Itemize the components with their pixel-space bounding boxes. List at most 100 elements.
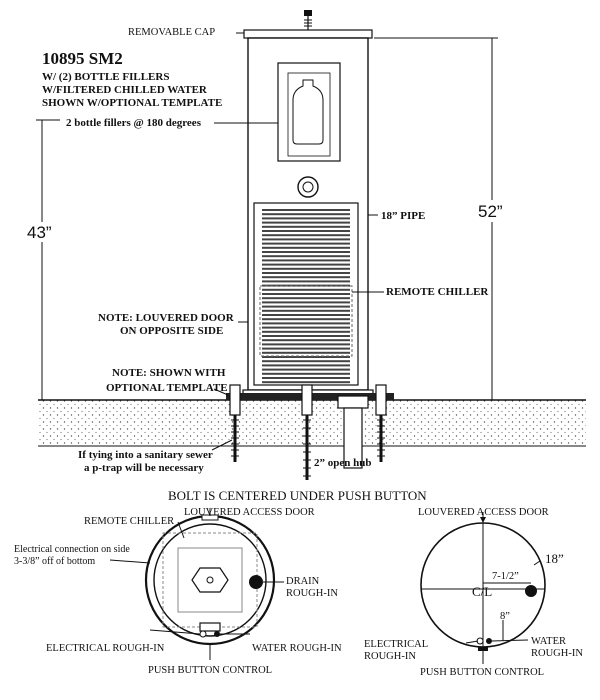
bottle-fillers-label: 2 bottle fillers @ 180 degrees xyxy=(66,117,202,129)
plan-left-electrical-side-line-1: Electrical connection on side xyxy=(14,544,130,555)
open-hub-label: 2” open hub xyxy=(314,457,371,469)
louver-slat xyxy=(262,335,350,337)
note-template-line-1: NOTE: SHOWN WITH xyxy=(112,367,226,379)
template-leader xyxy=(213,388,229,396)
plan-right-dim-18: 18” xyxy=(545,551,564,566)
plan-left-electrical-side-line-2: 3-3/8” off of bottom xyxy=(14,556,95,567)
louver-slat xyxy=(262,259,350,262)
plan-left-electrical-leader xyxy=(149,629,201,635)
louver-slat xyxy=(262,255,350,258)
louver-slat xyxy=(262,238,350,241)
louver-slat xyxy=(262,234,350,237)
louver-slat xyxy=(262,339,350,342)
louver-slat xyxy=(262,368,350,371)
louver-slat xyxy=(262,301,350,304)
plan-left-water-rough-in-label: WATER ROUGH-IN xyxy=(252,643,342,654)
sewer-note-line-1: If tying into a sanitary sewer xyxy=(78,449,213,461)
dim-52-label: 52” xyxy=(478,202,503,221)
anchor-bolt-right xyxy=(375,384,387,462)
louver-slat xyxy=(262,251,350,253)
louver-slat xyxy=(262,246,350,249)
louver-slat xyxy=(262,377,350,379)
dim-43-bg xyxy=(24,222,60,242)
dim-52-bg xyxy=(474,200,514,222)
plan-left-drain-line-2: ROUGH-IN xyxy=(286,588,338,599)
push-button-inner xyxy=(302,181,314,193)
cap-screw-thread xyxy=(304,19,312,27)
removable-cap xyxy=(243,29,373,39)
spec-line-2: W/FILTERED CHILLED WATER xyxy=(42,84,208,96)
louver-slat xyxy=(262,309,350,312)
dim-43-label: 43” xyxy=(27,223,52,242)
remote-chiller-outline xyxy=(259,285,353,357)
louver-slat xyxy=(262,372,350,375)
drain-hub xyxy=(337,395,369,409)
louver-slat xyxy=(262,381,350,384)
louver-slat xyxy=(262,280,350,283)
plan-left-chiller-body xyxy=(177,547,243,613)
model-number: 10895 SM2 xyxy=(42,49,123,68)
remote-chiller-label: REMOTE CHILLER xyxy=(386,286,489,298)
plan-left-drain xyxy=(249,575,263,589)
louver-slat xyxy=(262,326,350,329)
plan-right-water-leader xyxy=(491,639,529,642)
plan-right-electrical-leader xyxy=(465,640,479,644)
plan-left-push-button-label: PUSH BUTTON CONTROL xyxy=(148,665,272,676)
louver-slat xyxy=(262,272,350,274)
plan-right-water-line-1: WATER xyxy=(531,636,566,647)
louver-slat xyxy=(262,322,350,325)
plan-left-water xyxy=(214,631,220,637)
removable-cap-label: REMOVABLE CAP xyxy=(128,27,215,38)
note-louvered-line-1: NOTE: LOUVERED DOOR xyxy=(98,312,235,324)
louver-slat xyxy=(262,288,350,291)
plan-right-dim-18-leader xyxy=(533,560,541,566)
louver-slat xyxy=(262,209,350,211)
louver-slat xyxy=(262,217,350,220)
louver-slat xyxy=(262,276,350,279)
note-louvered-line-2: ON OPPOSITE SIDE xyxy=(120,325,223,337)
sewer-leader xyxy=(211,439,233,451)
plan-right-push-button-label: PUSH BUTTON CONTROL xyxy=(420,667,544,678)
louver-slat xyxy=(262,343,350,346)
louver-slat xyxy=(262,297,350,300)
plan-left-inner-circle xyxy=(153,523,267,637)
plan-left-nut-hole xyxy=(206,576,214,584)
louver-slat xyxy=(262,263,350,266)
louver-slat xyxy=(262,347,350,350)
plan-view-left: REMOTE CHILLER LOUVERED ACCESS DOOR Elec… xyxy=(14,507,342,676)
spec-line-3: SHOWN W/OPTIONAL TEMPLATE xyxy=(42,97,222,109)
louver-slat xyxy=(262,351,350,354)
plan-right-centerline-label: C/L xyxy=(472,584,492,599)
bottle-icon xyxy=(292,79,324,145)
louver-slat xyxy=(262,356,350,358)
anchor-bolt-center xyxy=(301,384,313,480)
louver-slat xyxy=(262,230,350,232)
note-template-line-2: OPTIONAL TEMPLATE xyxy=(106,382,228,394)
sewer-note-line-2: a p-trap will be necessary xyxy=(84,462,204,474)
plan-right-push-button xyxy=(478,647,488,651)
elevation-view: 43” 52” REMOVABLE CAP 2 bottle fillers @… xyxy=(24,10,586,480)
plan-left-drain-line-1: DRAIN xyxy=(286,576,320,587)
plan-title: BOLT IS CENTERED UNDER PUSH BUTTON xyxy=(168,488,427,503)
plan-left-push-button xyxy=(199,622,221,632)
louver-slat xyxy=(262,318,350,321)
spec-line-1: W/ (2) BOTTLE FILLERS xyxy=(42,71,169,83)
plan-left-remote-chiller-label: REMOTE CHILLER xyxy=(84,516,174,527)
plan-right-water-line-2: ROUGH-IN xyxy=(531,648,583,659)
louver-slat xyxy=(262,330,350,333)
louver-slat xyxy=(262,360,350,363)
plan-right-electrical-line-1: ELECTRICAL xyxy=(364,639,428,650)
plan-left-louvered-label: LOUVERED ACCESS DOOR xyxy=(184,507,315,518)
plan-right-dim-8: 8” xyxy=(500,611,510,622)
plan-right-water xyxy=(486,638,492,644)
plan-right-drain xyxy=(525,585,537,597)
plan-right-electrical-line-2: ROUGH-IN xyxy=(364,651,416,662)
plan-left-chiller-leader xyxy=(177,521,185,539)
louver-slat xyxy=(262,364,350,367)
louver-slat xyxy=(262,242,350,245)
louver-slat xyxy=(262,213,350,216)
anchor-bolt-left xyxy=(229,384,241,462)
plan-left-electrical-side-leader xyxy=(109,559,151,564)
louver-slat xyxy=(262,305,350,308)
